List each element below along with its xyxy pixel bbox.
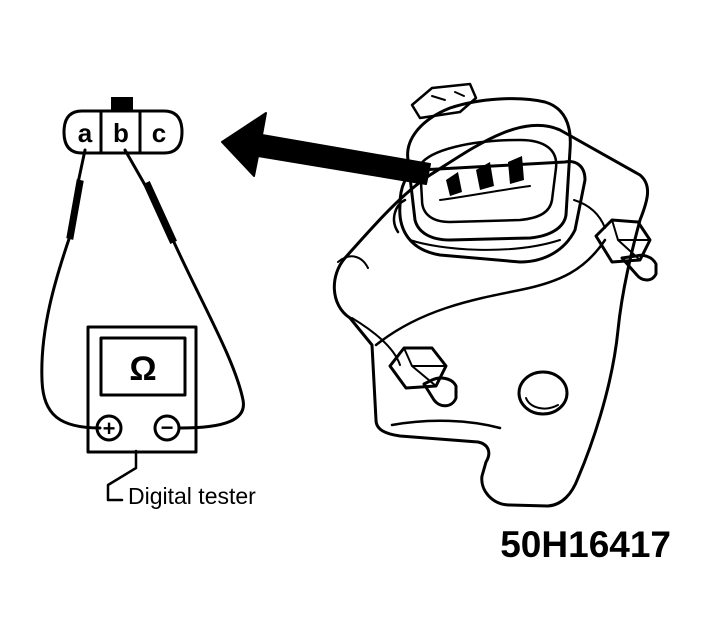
connector-latch [111,97,133,111]
tester-display [99,336,187,397]
lead-wire-positive [40,234,102,430]
connector-pin-base [439,185,531,201]
connector-pin [446,172,462,196]
nut-left [388,346,458,408]
bracket-edge [337,255,369,269]
terminal-a-label: a [78,118,93,148]
connector-outline [62,109,184,155]
sensor-body-edge [409,239,561,251]
bracket-edge [573,199,606,229]
nut-right [594,218,658,282]
ohm-symbol: Ω [129,350,156,388]
caption-leader-line [106,449,138,502]
sensor-assembly [332,82,658,508]
figure-code: 50H16417 [500,524,671,565]
connector-opening [418,138,558,224]
connector-shroud [406,97,572,242]
terminal-c-label: c [152,118,166,148]
probe-tip-a [76,148,87,185]
connector-pin [476,162,494,190]
connector-pin [508,156,524,184]
lead-wire-negative [171,238,245,430]
arrow-icon [221,112,431,185]
bracket-hole-edge [525,397,559,410]
tester-body [86,325,198,454]
minus-terminal-symbol: − [161,415,174,440]
bracket-edge [390,419,502,430]
test-leads [40,148,245,430]
sensor-body [398,160,587,264]
probe-body-b [143,180,177,245]
minus-terminal-icon [153,414,181,442]
mounting-bracket [332,123,649,508]
bracket-hole [517,370,569,416]
connector-lock-tab [410,82,478,120]
connector-lock-tab-detail [431,91,465,101]
digital-tester: Ω + − [86,325,198,454]
plus-terminal-icon [95,414,123,442]
bracket-edge [351,317,401,366]
plus-terminal-symbol: + [103,416,116,441]
terminal-b-label: b [113,118,129,148]
connector-pinout: a b c [62,97,184,155]
bracket-edge [374,238,607,347]
probe-body-a [66,179,84,240]
probe-tip-b [123,148,147,187]
bracket-edge [392,198,407,234]
tester-caption: Digital tester [128,483,256,509]
